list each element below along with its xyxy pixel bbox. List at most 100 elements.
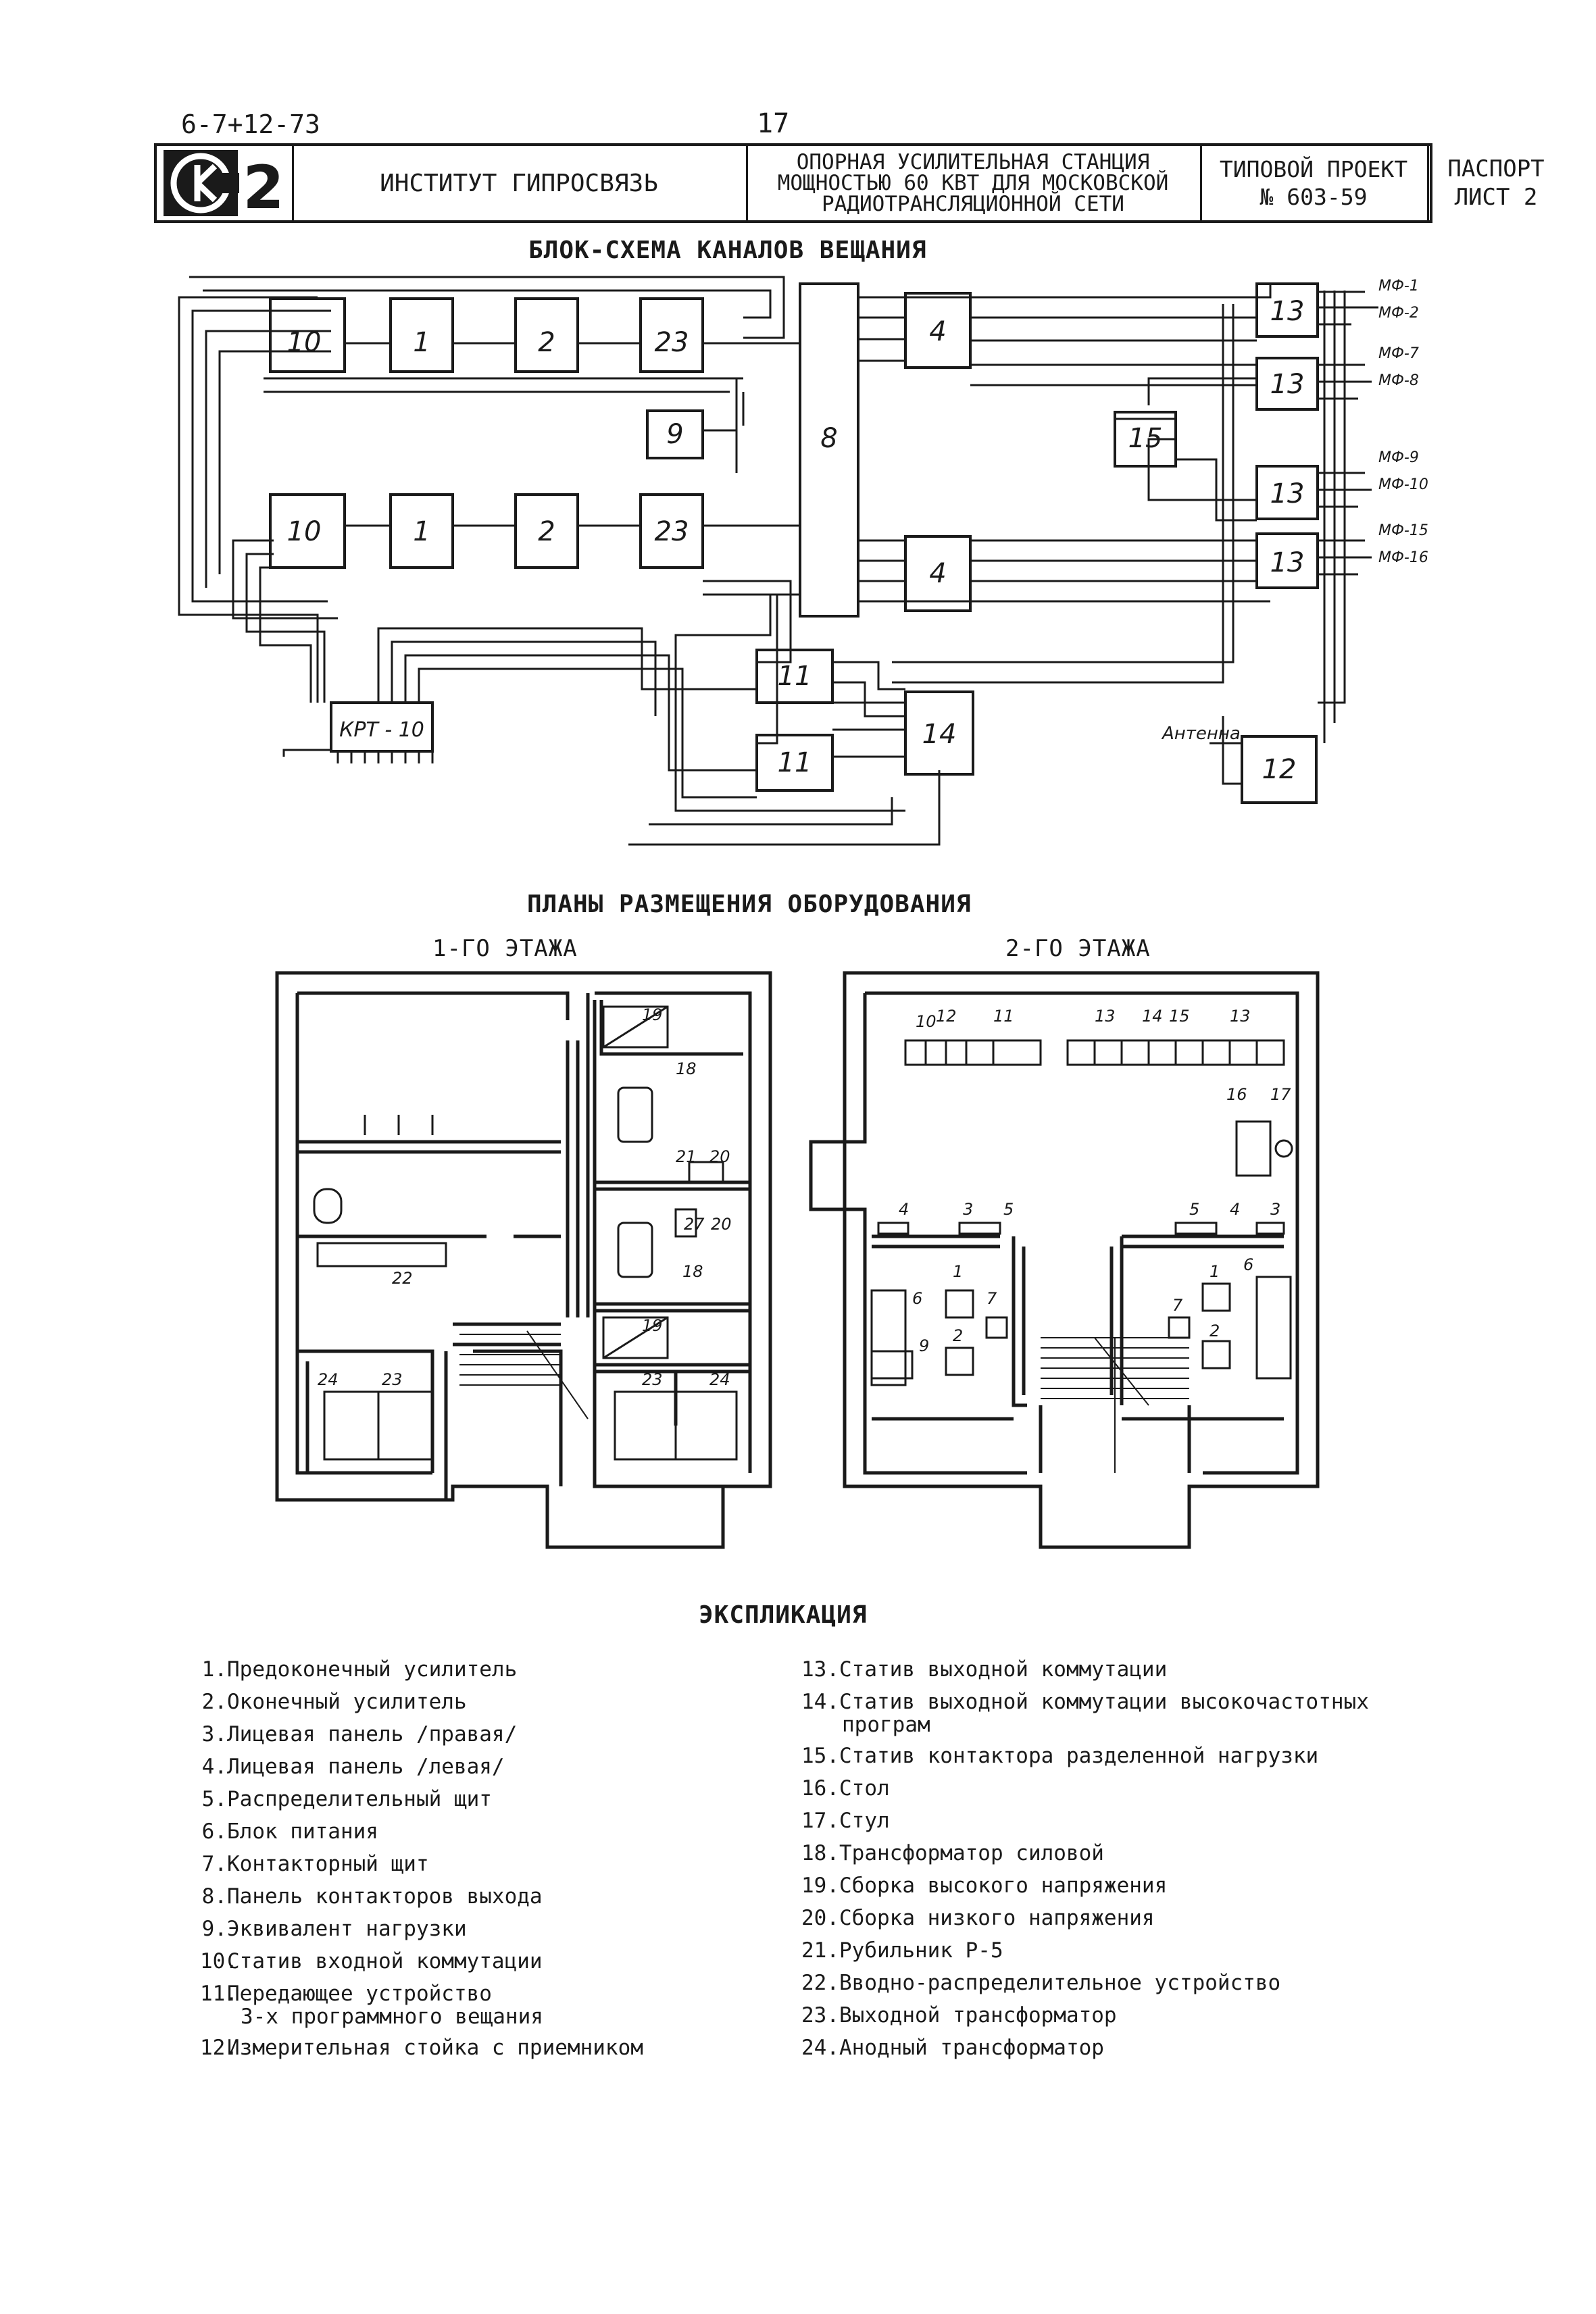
block-diagram-heading: БЛОК-СХЕМА КАНАЛОВ ВЕЩАНИЯ (528, 236, 927, 264)
floor1-title: 1-ГО ЭТАЖА (432, 935, 578, 962)
f2-label: 13 (1230, 1007, 1251, 1026)
label-15: 15 (1128, 423, 1163, 454)
block-13-a (1255, 282, 1319, 338)
f2-label: 4 (1230, 1200, 1240, 1219)
legend-item: 15.Статив контактора разделенной нагрузк… (801, 1744, 1319, 1768)
label-11: 11 (778, 661, 812, 692)
floor-plans: 19 18 21 20 27 20 18 19 22 24 23 23 24 (275, 971, 1320, 1549)
project-line: ТИПОВОЙ ПРОЕКТ (1219, 155, 1408, 182)
f2-label: 12 (936, 1007, 957, 1026)
label-23: 23 (655, 327, 689, 358)
legend-item: 3.Лицевая панель /правая/ (201, 1722, 518, 1746)
block-labels: 10 1 2 23 9 8 4 15 13 13 13 13 10 1 2 23… (287, 296, 1305, 785)
label-11: 11 (778, 747, 812, 778)
label-23: 23 (655, 516, 689, 547)
f2-label: 6 (912, 1289, 922, 1308)
legend-item: 4.Лицевая панель /левая/ (201, 1755, 505, 1779)
label-1: 1 (413, 516, 430, 547)
block-15 (1114, 411, 1177, 468)
floor2-walls (809, 971, 1320, 1549)
f2-label: 14 (1142, 1007, 1163, 1026)
legend-item: 24.Анодный трансформатор (801, 2036, 1104, 2060)
block-4-bottom (904, 535, 972, 612)
project-number: ТИПОВОЙ ПРОЕКТ № 603-59 (1200, 146, 1429, 220)
legend-item: 22.Вводно-распределительное устройство (801, 1971, 1281, 1995)
legend-item: 14.Статив выходной коммутации высокочаст… (801, 1690, 1369, 1737)
block-10-top (269, 297, 346, 373)
f1-label: 20 (709, 1147, 730, 1166)
f1-label: 24 (318, 1370, 339, 1389)
f2-label: 5 (1189, 1200, 1199, 1219)
label-13: 13 (1270, 547, 1305, 578)
legend-item: 8.Панель контакторов выхода (201, 1884, 543, 1909)
f2-label: 3 (1270, 1200, 1280, 1219)
output-mf1: МФ-1 (1378, 278, 1419, 295)
item-4 (877, 1222, 909, 1235)
f2-label: 3 (963, 1200, 973, 1219)
block-1-bottom (389, 493, 454, 569)
block-4-top (904, 292, 972, 369)
object-line: МОЩНОСТЬЮ 60 КВТ ДЛЯ МОСКОВСКОЙ (777, 170, 1169, 195)
legend-item: 5.Распределительный щит (201, 1787, 492, 1811)
f2-label: 2 (1210, 1322, 1220, 1340)
passport-sheet: ПАСПОРТ ЛИСТ 2 (1427, 146, 1565, 220)
output-mf15: МФ-15 (1378, 522, 1428, 539)
f1-label: 21 (676, 1147, 697, 1166)
label-2: 2 (538, 516, 555, 547)
legend-item: 7.Контакторный щит (201, 1852, 429, 1876)
label-1: 1 (413, 327, 430, 358)
item-7 (985, 1316, 1008, 1339)
f2-label: 1 (953, 1262, 963, 1281)
floor1-equipment (313, 1005, 738, 1461)
legend-heading: ЭКСПЛИКАЦИЯ (699, 1601, 868, 1629)
f2-label: 9 (919, 1336, 929, 1355)
item-17 (1274, 1139, 1293, 1158)
item-16 (1235, 1120, 1272, 1177)
object-line: РАДИОТРАНСЛЯЦИОННОЙ СЕТИ (822, 191, 1124, 216)
f2-label: 17 (1270, 1085, 1291, 1104)
floor2-stairs (1041, 1337, 1189, 1473)
f2-label: 13 (1095, 1007, 1116, 1026)
legend-item: 13.Статив выходной коммутации (801, 1657, 1168, 1682)
block-10-bottom (269, 493, 346, 569)
item-3-5 (958, 1222, 1001, 1235)
block-13-b (1255, 357, 1319, 411)
passport-line: ЛИСТ 2 (1454, 184, 1538, 211)
f2-label: 7 (1172, 1296, 1183, 1315)
legend-item: 20.Сборка низкого напряжения (801, 1906, 1155, 1930)
toilet-fixture (313, 1188, 343, 1224)
legend-item: 17.Стул (801, 1809, 890, 1833)
legend-item: 9.Эквивалент нагрузки (201, 1917, 467, 1941)
f2-label: 4 (899, 1200, 909, 1219)
output-mf10: МФ-10 (1378, 476, 1428, 493)
legend-item: 19.Сборка высокого напряжения (801, 1873, 1168, 1898)
f1-label: 24 (709, 1370, 730, 1389)
f1-label: 22 (392, 1269, 413, 1288)
label-12: 12 (1262, 754, 1297, 785)
f2-label: 16 (1226, 1085, 1247, 1104)
plans-heading: ПЛАНЫ РАЗМЕЩЕНИЯ ОБОРУДОВАНИЯ (527, 890, 972, 918)
passport-line: ПАСПОРТ (1447, 155, 1545, 182)
f2-label: 10 (916, 1012, 937, 1031)
label-4: 4 (929, 558, 946, 589)
block-9 (646, 409, 704, 459)
f2-label: 15 (1169, 1007, 1190, 1026)
item-21 (674, 1208, 697, 1238)
floor1-stairs (459, 1324, 589, 1419)
item-7 (1168, 1316, 1191, 1339)
output-mf2: МФ-2 (1378, 305, 1419, 322)
label-10: 10 (287, 516, 322, 547)
label-10: 10 (287, 327, 322, 358)
output-mf9: МФ-9 (1378, 449, 1419, 466)
f2-label: 11 (993, 1007, 1014, 1026)
page-number: 17 (757, 108, 790, 139)
item-5 (1174, 1222, 1218, 1235)
floor2-equipment (870, 1039, 1293, 1386)
block-diagram: 10 1 2 23 9 8 4 15 13 13 13 13 10 1 2 23… (178, 276, 1428, 846)
legend-item: 21.Рубильник Р-5 (801, 1938, 1003, 1963)
f1-label: 18 (676, 1059, 697, 1078)
project-line: № 603-59 (1260, 184, 1368, 210)
institute-name: ИНСТИТУТ ГИПРОСВЯЗЬ (292, 146, 748, 220)
item-2 (1201, 1340, 1231, 1369)
